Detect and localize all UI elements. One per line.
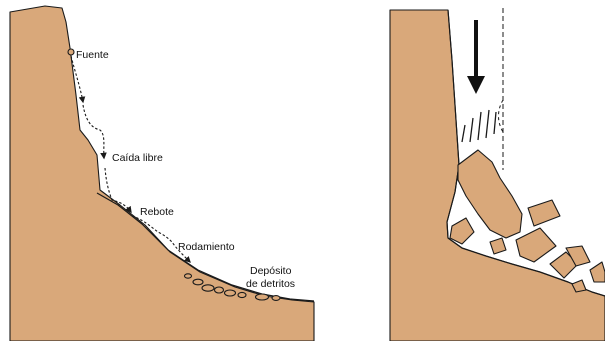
motion-hatch — [462, 110, 496, 142]
detachment-curve — [499, 100, 504, 132]
label-rolling: Rodamiento — [178, 241, 235, 253]
hatch-line — [470, 118, 473, 142]
debris-block — [238, 292, 246, 297]
debris-block — [185, 274, 192, 278]
label-bounce: Rebote — [140, 206, 174, 218]
label-source: Fuente — [76, 49, 109, 61]
hatch-line — [462, 125, 465, 142]
debris-block — [272, 296, 280, 301]
label-deposit-line1: Depósito — [250, 265, 292, 277]
debris-block — [202, 285, 214, 291]
block-slab — [528, 200, 560, 226]
debris-block — [256, 294, 269, 300]
debris-block — [215, 287, 224, 293]
label-free-fall: Caída libre — [112, 152, 163, 164]
block-small — [450, 218, 474, 244]
left-panel: Fuente Caída libre Rebote Rodamiento Dep… — [10, 6, 314, 341]
block-edge — [590, 262, 605, 282]
debris-block — [225, 290, 236, 296]
right-panel — [390, 8, 605, 341]
hatch-line — [494, 112, 496, 134]
source-point — [68, 49, 74, 55]
label-deposit-line2: de detritos — [246, 278, 295, 290]
hatch-line — [478, 112, 481, 140]
cliff-face — [10, 6, 314, 341]
hatch-line — [486, 110, 489, 138]
block-tilted — [516, 228, 556, 262]
down-arrow-icon — [467, 76, 485, 94]
block-fragment — [490, 238, 506, 254]
debris-block — [193, 279, 203, 285]
